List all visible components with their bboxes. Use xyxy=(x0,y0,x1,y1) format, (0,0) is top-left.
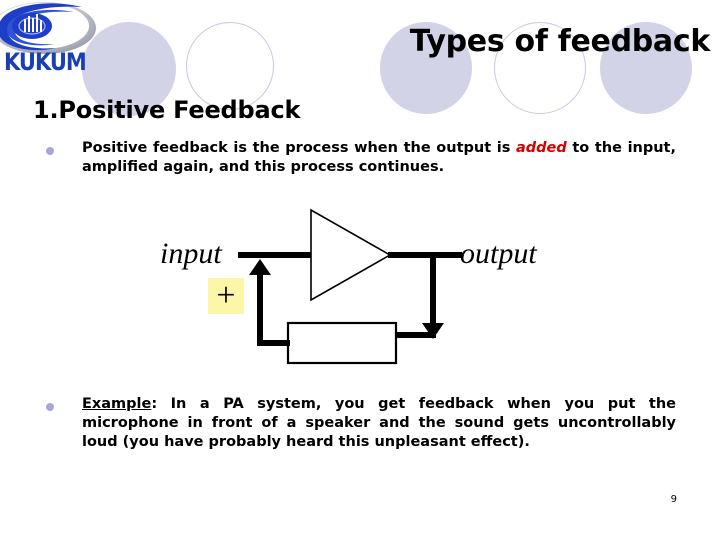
deco-circle-2 xyxy=(186,22,274,110)
bullet-item-2: Example: In a PA system, you get feedbac… xyxy=(46,395,676,452)
summing-plus-sign: + xyxy=(208,278,244,314)
deco-circle-4 xyxy=(494,22,586,114)
diagram-label-input: input xyxy=(160,237,222,270)
kukum-logo-mark xyxy=(0,2,96,54)
bullet-disc-icon xyxy=(46,403,54,411)
deco-circle-1 xyxy=(82,22,176,116)
deco-circle-5 xyxy=(600,22,692,114)
feedback-down-arrowhead xyxy=(422,323,444,339)
bullet-2-tail: : In a PA system, you get feedback when … xyxy=(82,396,676,450)
bullet-1-tail: to the input, amplified again, and this … xyxy=(82,140,676,175)
bullet-1-emphasis: added xyxy=(515,140,567,156)
section-heading: 1.Positive Feedback xyxy=(33,96,301,124)
bullet-text-1: Positive feedback is the process when th… xyxy=(82,139,676,177)
kukum-logo-wordmark: KUKUM xyxy=(4,48,87,76)
bullet-1-lead: Positive feedback is the process when th… xyxy=(82,140,516,156)
page-title: Types of feedback xyxy=(409,24,711,59)
feedback-up-arrowhead xyxy=(249,259,271,275)
positive-feedback-block-diagram: input output + xyxy=(150,205,570,385)
deco-circle-3 xyxy=(380,22,472,114)
block-diagram-svg xyxy=(238,208,462,365)
kukum-logo: KUKUM xyxy=(0,0,102,76)
feedback-block xyxy=(286,321,398,365)
bullet-item-1: Positive feedback is the process when th… xyxy=(46,139,676,177)
diagram-label-output: output xyxy=(460,237,537,270)
amplifier-triangle xyxy=(310,208,392,302)
bullet-disc-icon xyxy=(46,147,54,155)
bullet-text-2: Example: In a PA system, you get feedbac… xyxy=(82,395,676,452)
bullet-2-emphasis: Example xyxy=(82,396,152,412)
page-number: 9 xyxy=(670,494,677,505)
